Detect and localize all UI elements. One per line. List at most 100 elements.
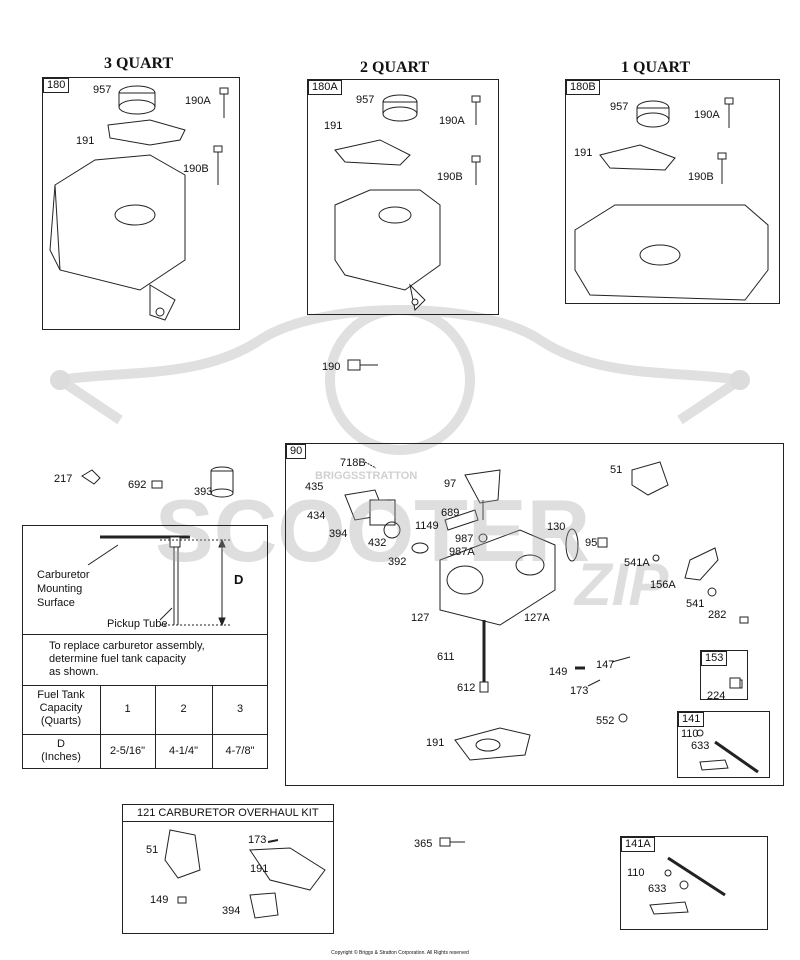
label-190b: 190B (437, 171, 463, 183)
gauge-divider (22, 634, 268, 635)
label-173: 173 (570, 685, 589, 697)
overhaul-kit-drawing (164, 829, 465, 919)
frame-2-quart (307, 79, 499, 315)
tank-2-quart-drawing (334, 94, 481, 312)
label-190a: 190A (185, 95, 211, 107)
overhaul-kit-title: 121 CARBURETOR OVERHAUL KIT (137, 807, 319, 819)
label-156a: 156A (650, 579, 676, 591)
watermark-dot-right (730, 370, 750, 390)
table-col-line (212, 685, 213, 769)
label-130: 130 (547, 521, 566, 533)
small-parts-drawing (81, 466, 234, 498)
part-141a-drawing (649, 856, 726, 915)
label-190b: 190B (688, 171, 714, 183)
table-header-d: D (Inches) (41, 738, 81, 763)
title-2-quart: 2 QUART (360, 59, 430, 76)
label-987a: 987A (449, 546, 475, 558)
label-51: 51 (610, 464, 623, 476)
table-header-capacity: Fuel Tank Capacity (Quarts) (37, 689, 85, 727)
frame-gauge (22, 525, 268, 769)
frame-141a (620, 836, 768, 930)
carb-mounting-label: Carburetor Mounting Surface (37, 569, 90, 609)
tank-1-quart-drawing (574, 97, 769, 301)
title-1-quart: 1 QUART (621, 59, 691, 76)
label-552: 552 (596, 715, 615, 727)
label-957: 957 (93, 84, 112, 96)
label-191: 191 (76, 135, 95, 147)
frame-153 (700, 650, 748, 700)
table-cell: 3 (236, 703, 244, 715)
label-633: 633 (691, 740, 710, 752)
screw-190-drawing (347, 359, 378, 371)
label-147: 147 (596, 659, 615, 671)
label-127: 127 (411, 612, 430, 624)
label-633: 633 (648, 883, 667, 895)
label-149: 149 (150, 894, 169, 906)
frame-141 (677, 711, 770, 778)
box-tag-90: 90 (286, 444, 307, 459)
table-cell: 2 (180, 703, 187, 715)
label-718b: 718B (340, 457, 366, 469)
label-612: 612 (457, 682, 476, 694)
table-col-line (100, 685, 101, 769)
label-394: 394 (222, 905, 241, 917)
box-tag-141: 141 (678, 712, 705, 727)
table-top-line (22, 685, 268, 686)
part-153-drawing (729, 677, 741, 689)
label-190: 190 (322, 361, 341, 373)
copyright-text: Copyright © Briggs & Stratton Corporatio… (331, 950, 469, 956)
table-col-line (155, 685, 156, 769)
label-110: 110 (681, 728, 699, 740)
label-190a: 190A (439, 115, 465, 127)
box-tag-153: 153 (701, 651, 728, 666)
label-692: 692 (128, 479, 147, 491)
frame-carburetor (285, 443, 784, 786)
label-127a: 127A (524, 612, 550, 624)
label-110: 110 (627, 867, 645, 879)
dimension-d-label: D (234, 572, 244, 587)
label-97: 97 (444, 478, 457, 490)
gauge-drawing (87, 535, 232, 627)
label-190a: 190A (694, 109, 720, 121)
label-611: 611 (437, 651, 455, 663)
label-173: 173 (248, 834, 267, 846)
label-282: 282 (708, 609, 727, 621)
label-434: 434 (307, 510, 326, 522)
watermark-small-text: BRIGGSSTRATTON (315, 470, 418, 482)
label-191: 191 (574, 147, 593, 159)
watermark-dot-left (50, 370, 70, 390)
frame-1-quart (565, 79, 780, 304)
tank-3-quart-drawing (49, 85, 229, 321)
label-224: 224 (707, 690, 726, 702)
table-cell: 4-7/8" (225, 745, 255, 757)
label-51: 51 (146, 844, 159, 856)
frame-3-quart (42, 77, 240, 330)
watermark-scooter-graphic (57, 305, 743, 455)
watermark-text-2: ZIP (575, 551, 669, 618)
label-689: 689 (441, 507, 460, 519)
label-392: 392 (388, 556, 407, 568)
label-190b: 190B (183, 163, 209, 175)
kit-title-divider (122, 821, 334, 822)
box-tag-180a: 180A (308, 80, 342, 95)
frame-overhaul-kit (122, 804, 334, 934)
label-393: 393 (194, 486, 213, 498)
label-435: 435 (305, 481, 324, 493)
label-191: 191 (426, 737, 445, 749)
watermark-text: SCOOTER (155, 481, 591, 580)
label-541: 541 (686, 598, 705, 610)
label-191: 191 (324, 120, 343, 132)
table-cell: 1 (124, 703, 131, 715)
table-mid-line (22, 734, 268, 735)
box-tag-180: 180 (43, 78, 70, 93)
label-987: 987 (455, 533, 474, 545)
pickup-tube-label: Pickup Tube (107, 618, 168, 630)
gauge-note: To replace carburetor assembly, determin… (49, 640, 205, 678)
label-95: 95 (585, 537, 598, 549)
table-cell: 2-5/16" (109, 745, 146, 757)
label-957: 957 (356, 94, 375, 106)
label-432: 432 (368, 537, 387, 549)
box-tag-180b: 180B (566, 80, 600, 95)
box-tag-141a: 141A (621, 837, 655, 852)
